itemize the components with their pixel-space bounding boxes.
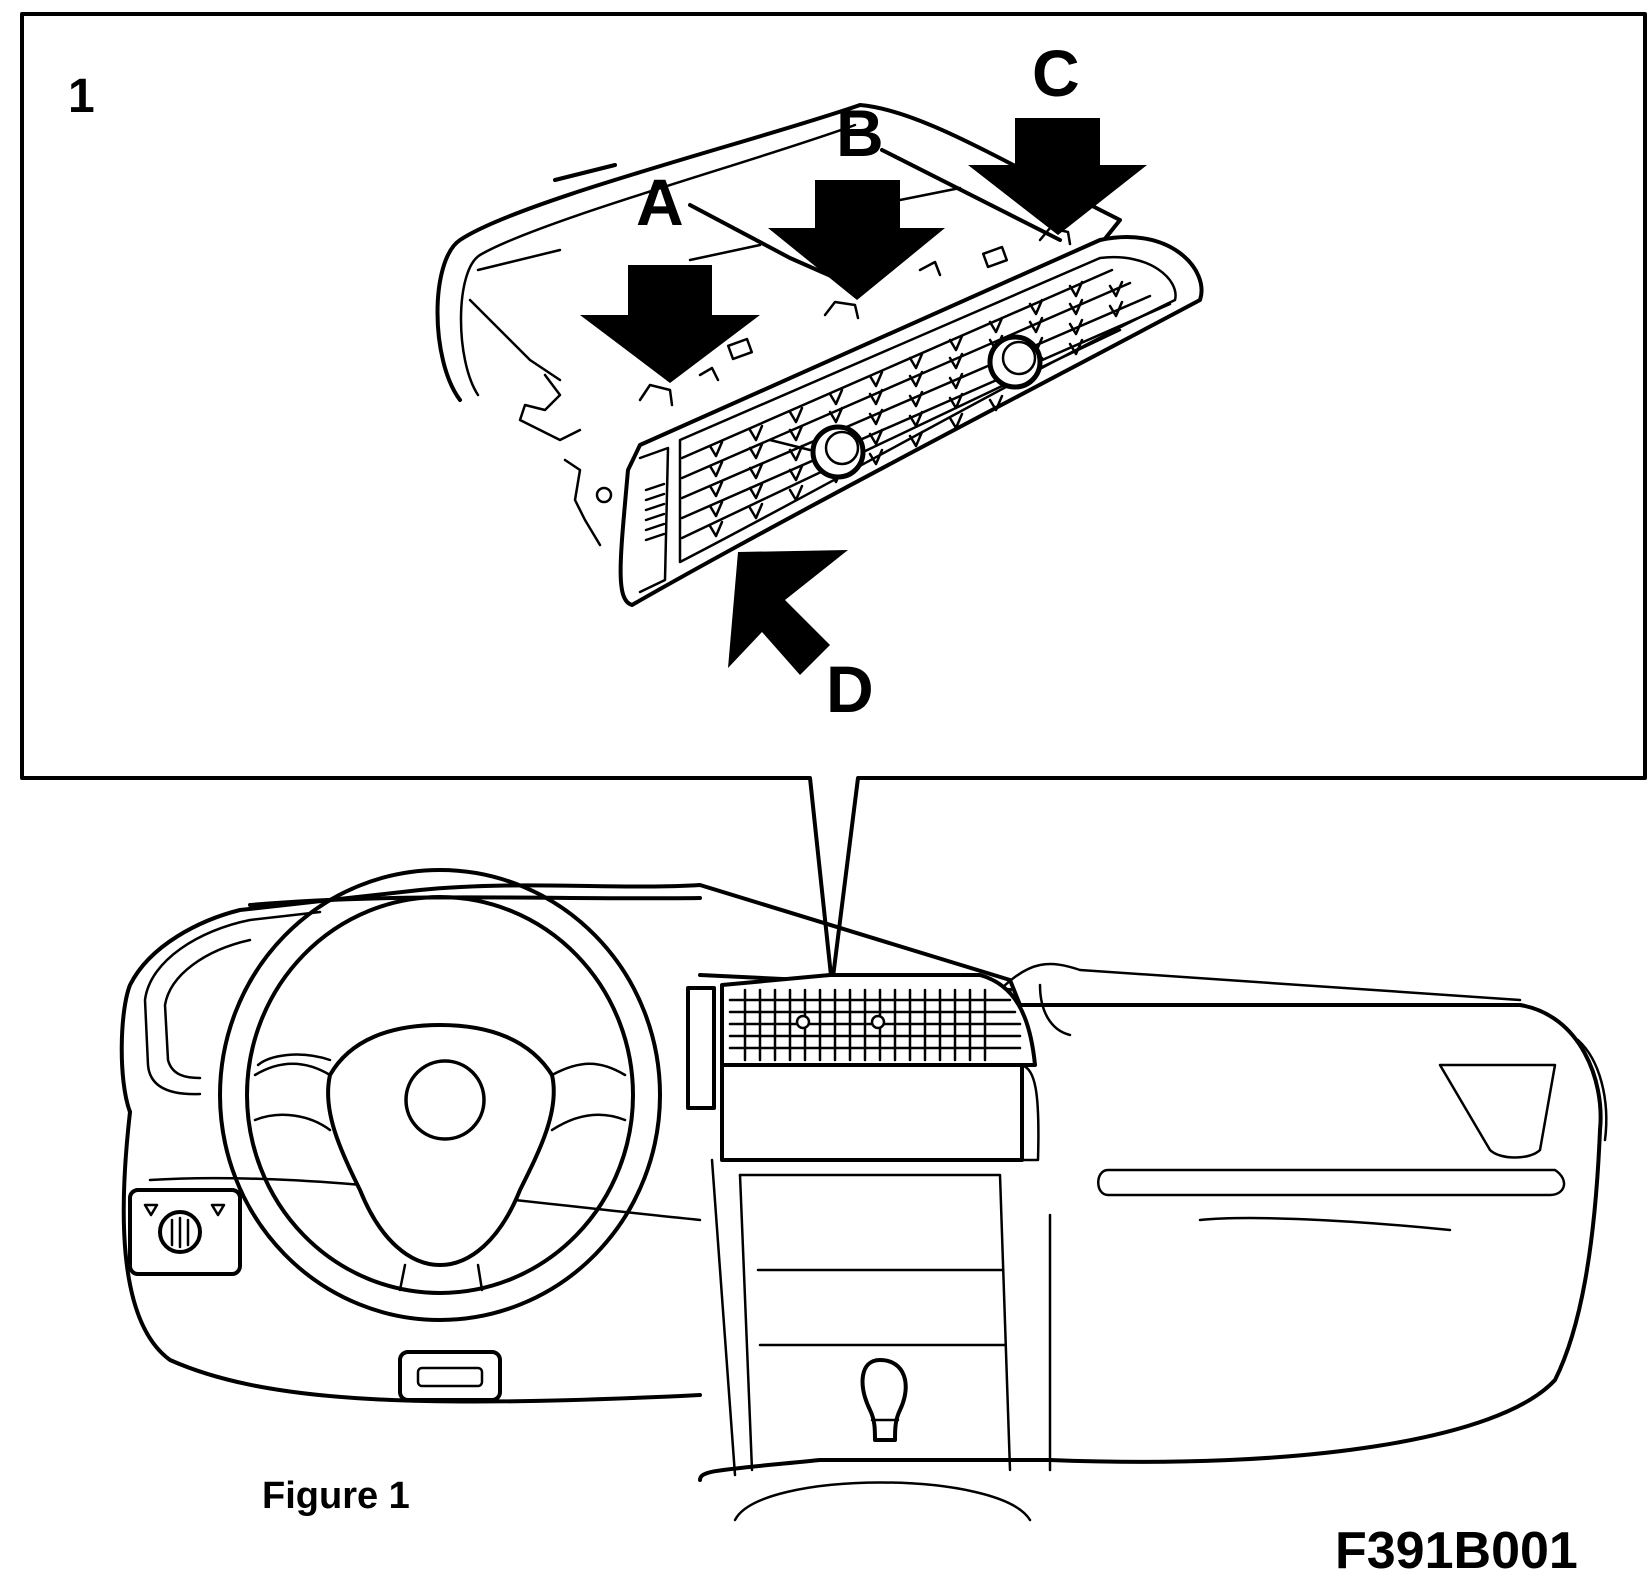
vent-knob-left — [768, 424, 866, 480]
detail-number: 1 — [68, 70, 95, 123]
callout-label-d: D — [826, 652, 874, 726]
steering-wheel — [218, 868, 662, 1322]
center-stack — [686, 973, 1040, 1522]
arrow-c — [968, 118, 1147, 235]
callout-label-c: C — [1032, 36, 1080, 110]
arrow-b — [768, 180, 945, 300]
figure-caption: Figure 1 — [262, 1475, 410, 1517]
callout-label-b: B — [836, 96, 884, 170]
vent-knob-right — [987, 334, 1043, 390]
detail-frame — [20, 12, 1647, 987]
air-vent-assembly — [435, 103, 1204, 607]
dash-vent-grille — [728, 988, 1022, 1062]
callout-label-a: A — [636, 165, 684, 239]
arrow-a — [580, 265, 760, 383]
arrow-d — [728, 550, 848, 675]
figure-code: F391B001 — [1335, 1522, 1578, 1580]
